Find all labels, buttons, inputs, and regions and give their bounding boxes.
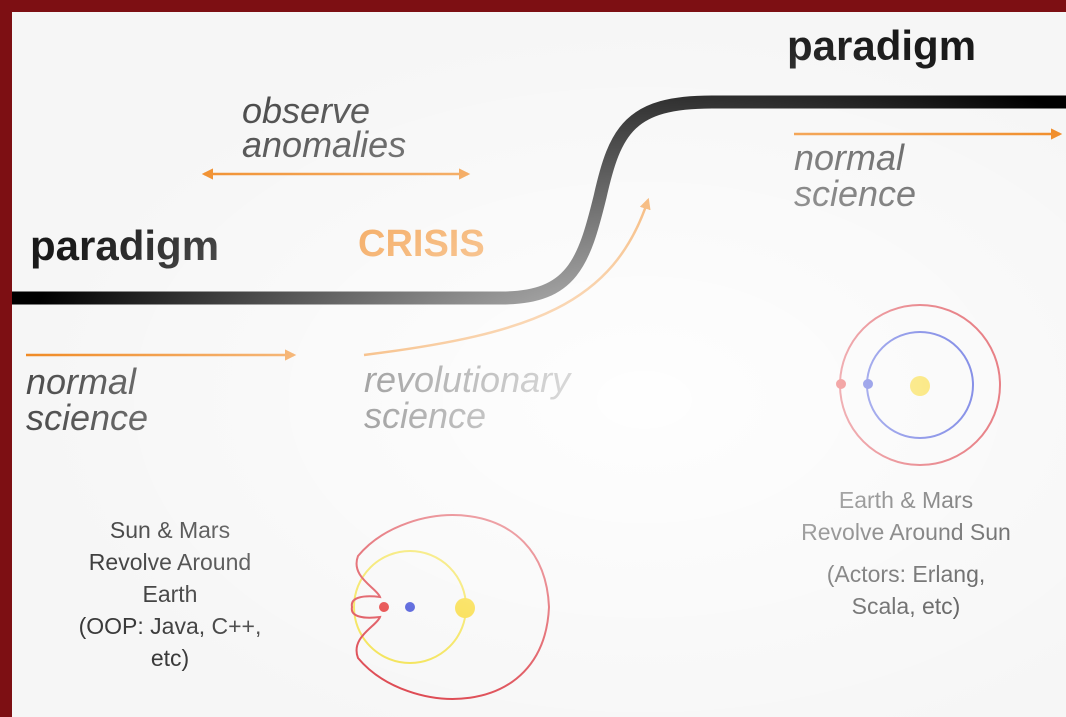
heliocentric-caption: Earth & Mars Revolve Around Sun (Actors:… xyxy=(760,484,1052,622)
paradigm-label-new: paradigm xyxy=(787,22,977,69)
mars-epicycle-orbit xyxy=(350,514,551,700)
heliocentric-caption-line-2: Revolve Around Sun xyxy=(801,519,1011,545)
heliocentric-caption-line-4: Scala, etc) xyxy=(851,593,961,619)
earth-dot-helio xyxy=(863,379,873,389)
observe-anomalies-label: observe anomalies xyxy=(242,90,407,165)
geocentric-caption-line-1: Sun & Mars xyxy=(109,517,231,543)
revolutionary-line-1: revolutionary xyxy=(364,359,571,400)
revolutionary-line-2: science xyxy=(364,395,487,436)
heliocentric-caption-line-1: Earth & Mars xyxy=(838,487,974,513)
normal-science-label-left: normal science xyxy=(26,364,148,436)
observe-line-1: observe xyxy=(242,90,371,131)
paradigm-shift-curve xyxy=(12,95,1066,305)
heliocentric-caption-line-3: (Actors: Erlang, xyxy=(826,561,986,587)
geocentric-model xyxy=(350,514,551,700)
diagram-frame: paradigm paradigm CRISIS observe anomali… xyxy=(12,12,1066,717)
sun-dot xyxy=(455,598,475,618)
geocentric-caption-line-4: (OOP: Java, C++, xyxy=(78,613,262,639)
crisis-label: CRISIS xyxy=(358,223,485,265)
heliocentric-model xyxy=(836,304,1001,466)
normal-right-line-1: normal xyxy=(794,137,905,178)
geocentric-caption: Sun & Mars Revolve Around Earth (OOP: Ja… xyxy=(40,514,300,674)
mars-dot xyxy=(379,602,389,612)
normal-right-line-2: science xyxy=(794,173,917,214)
normal-left-line-1: normal xyxy=(26,361,137,402)
normal-science-label-right: normal science xyxy=(794,140,916,212)
revolutionary-science-arrow xyxy=(363,197,651,357)
earth-dot xyxy=(405,602,415,612)
observe-line-2: anomalies xyxy=(242,124,407,165)
revolutionary-science-label: revolutionary science xyxy=(364,362,570,434)
geocentric-caption-line-3: Earth xyxy=(142,581,198,607)
paradigm-label-old: paradigm xyxy=(30,222,220,269)
mars-dot-helio xyxy=(836,379,846,389)
geocentric-caption-line-2: Revolve Around xyxy=(88,549,252,575)
normal-left-line-2: science xyxy=(26,397,149,438)
sun-dot-helio xyxy=(910,376,930,396)
geocentric-caption-line-5: etc) xyxy=(150,645,190,671)
diagram-graphics xyxy=(12,95,1066,700)
